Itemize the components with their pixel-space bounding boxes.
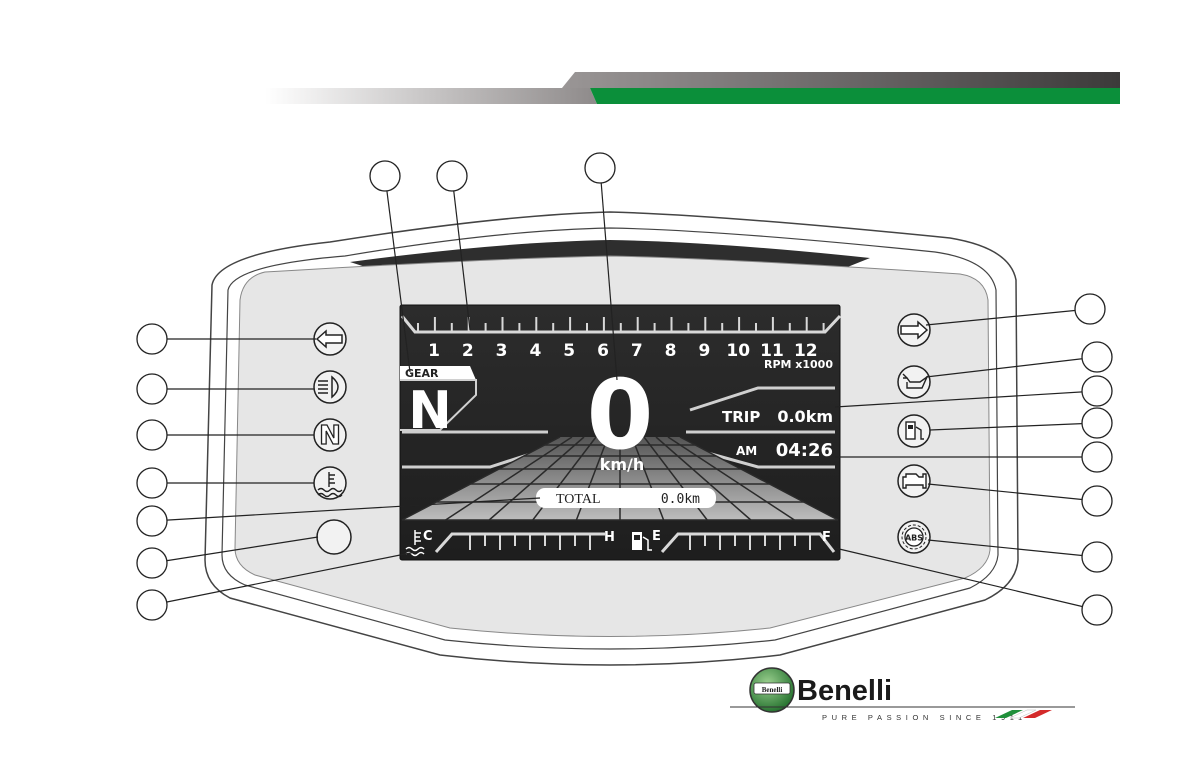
odometer: TOTAL 0.0km — [536, 488, 716, 508]
speedometer: 0 km/h — [587, 359, 654, 474]
callout-marker — [137, 590, 167, 620]
callout-marker — [1082, 542, 1112, 572]
headlight-indicator — [314, 371, 346, 403]
trip-value: 0.0km — [777, 407, 833, 426]
fuel-high-label: F — [822, 530, 831, 545]
blank-indicator — [317, 520, 351, 554]
coolant-temp-indicator — [314, 467, 346, 499]
brand-footer: Benelli Benelli PURE PASSION SINCE 1911 — [730, 668, 1075, 722]
rpm-unit-label: RPM x1000 — [764, 358, 833, 371]
speed-unit: km/h — [600, 455, 645, 474]
callout-marker — [137, 468, 167, 498]
callout-marker — [137, 374, 167, 404]
callout-marker — [585, 153, 615, 183]
trip-label: TRIP — [722, 408, 760, 426]
callout-marker — [1082, 376, 1112, 406]
callout-marker — [1075, 294, 1105, 324]
engine-check-indicator — [898, 465, 930, 497]
callout-marker — [1082, 486, 1112, 516]
rpm-label: 6 — [597, 341, 609, 361]
callout-marker — [137, 548, 167, 578]
callout-marker — [1082, 442, 1112, 472]
clock: AM 04:26 — [736, 440, 833, 461]
rpm-label: 4 — [529, 341, 541, 361]
rpm-label: 10 — [726, 341, 750, 361]
neutral-icon: N — [319, 421, 341, 451]
abs-indicator: ABS — [898, 521, 930, 553]
fuel-reserve-indicator — [898, 415, 930, 447]
rpm-label: 5 — [563, 341, 575, 361]
total-label: TOTAL — [556, 492, 601, 507]
neutral-indicator: N — [314, 419, 346, 451]
left-turn-indicator — [314, 323, 346, 355]
callout-marker — [137, 324, 167, 354]
rpm-label: 9 — [698, 341, 710, 361]
right-turn-indicator — [898, 314, 930, 346]
blank-indicator-icon — [317, 520, 351, 554]
callout-marker — [370, 161, 400, 191]
callout-marker — [137, 506, 167, 536]
total-value: 0.0km — [661, 492, 700, 507]
header-bar — [265, 72, 1120, 104]
logo-wordmark: Benelli — [762, 686, 783, 694]
fuel-low-label: E — [652, 529, 661, 544]
temp-high-label: H — [604, 530, 615, 545]
callout-marker — [1082, 595, 1112, 625]
rpm-label: 8 — [665, 341, 677, 361]
trip-meter: TRIP 0.0km — [722, 407, 833, 426]
brand-name: Benelli — [797, 675, 892, 707]
rpm-label: 2 — [462, 341, 474, 361]
abs-label: ABS — [905, 534, 923, 543]
oil-pressure-indicator — [898, 366, 930, 398]
rpm-label: 7 — [631, 341, 643, 361]
temp-low-label: C — [423, 529, 433, 544]
clock-time: 04:26 — [776, 440, 833, 461]
callout-marker — [1082, 408, 1112, 438]
rpm-label: 3 — [496, 341, 508, 361]
rpm-label: 1 — [428, 341, 440, 361]
brand-tagline: PURE PASSION SINCE 1911 — [822, 713, 1027, 722]
callout-marker — [1082, 342, 1112, 372]
callout-marker — [437, 161, 467, 191]
callout-marker — [137, 420, 167, 450]
clock-period: AM — [736, 444, 757, 458]
